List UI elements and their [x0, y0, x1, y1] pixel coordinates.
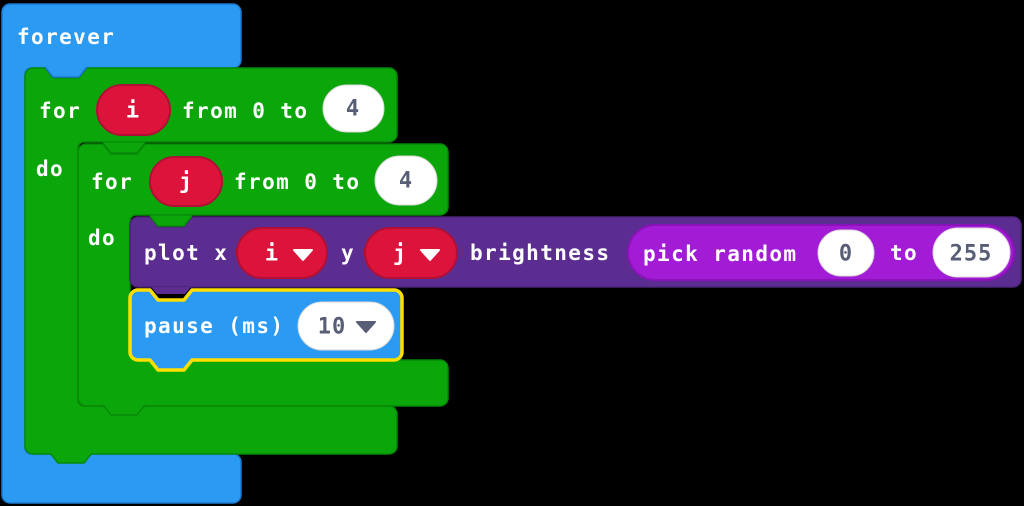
plot-bottom-bump — [151, 287, 191, 294]
for-i-bottom-bump-edge — [49, 452, 93, 464]
for-i-end-value: 4 — [346, 97, 360, 122]
pick-random-max-field[interactable] — [932, 227, 1011, 278]
pause-duration-dropdown[interactable] — [297, 301, 395, 351]
for-j-connector-tab — [150, 215, 192, 226]
for-j-end-field[interactable] — [374, 155, 438, 206]
for-i-connector-tab-edge — [102, 142, 146, 154]
forever-label: forever — [17, 25, 115, 49]
pick-random-label: pick random — [643, 242, 797, 266]
plot-y-var-label: j — [393, 242, 407, 267]
for-i-bottom-bump — [50, 452, 92, 463]
plot-y-var-dropdown[interactable] — [364, 227, 458, 279]
for-i-end-field[interactable] — [322, 84, 385, 133]
pause-dropdown-arrow-icon — [356, 321, 376, 333]
pick-random-min-field[interactable] — [817, 229, 875, 277]
plot-x-var-dropdown[interactable] — [236, 227, 328, 279]
pick-random-max-value: 255 — [950, 242, 993, 267]
for-i-variable-field[interactable] — [96, 84, 171, 136]
for-i-from-label: from 0 to — [182, 99, 308, 123]
for-j-variable-field[interactable] — [149, 156, 223, 207]
for-i-connector-tab — [103, 142, 145, 153]
pick-random-to-label: to — [890, 241, 918, 265]
for-j-bottom-bump — [103, 404, 145, 415]
plot-x-label: plot x — [144, 241, 228, 265]
for-j-from-label: from 0 to — [234, 170, 360, 194]
plot-brightness-label: brightness — [470, 241, 610, 265]
for-j-end-value: 4 — [399, 169, 413, 194]
for-j-connector-tab-edge — [149, 215, 193, 227]
forever-connector-tab — [45, 66, 87, 77]
for-i-keyword: for — [39, 99, 81, 123]
for-j-variable-label: j — [179, 170, 193, 195]
for-i-do-label: do — [36, 157, 64, 181]
plot-y-label: y — [341, 241, 355, 265]
plot-y-dropdown-arrow-icon — [420, 249, 440, 261]
forever-connector-tab-edge — [44, 66, 88, 78]
for-i-variable-label: i — [126, 99, 140, 124]
pick-random-min-value: 0 — [839, 242, 853, 267]
pause-label: pause (ms) — [144, 314, 284, 338]
for-j-do-label: do — [88, 226, 116, 250]
plot-x-var-label: i — [265, 242, 279, 267]
plot-x-dropdown-arrow-icon — [293, 249, 313, 261]
for-j-keyword: for — [91, 170, 133, 194]
for-j-bottom-bump-edge — [102, 404, 146, 416]
pause-duration-value: 10 — [318, 315, 347, 340]
